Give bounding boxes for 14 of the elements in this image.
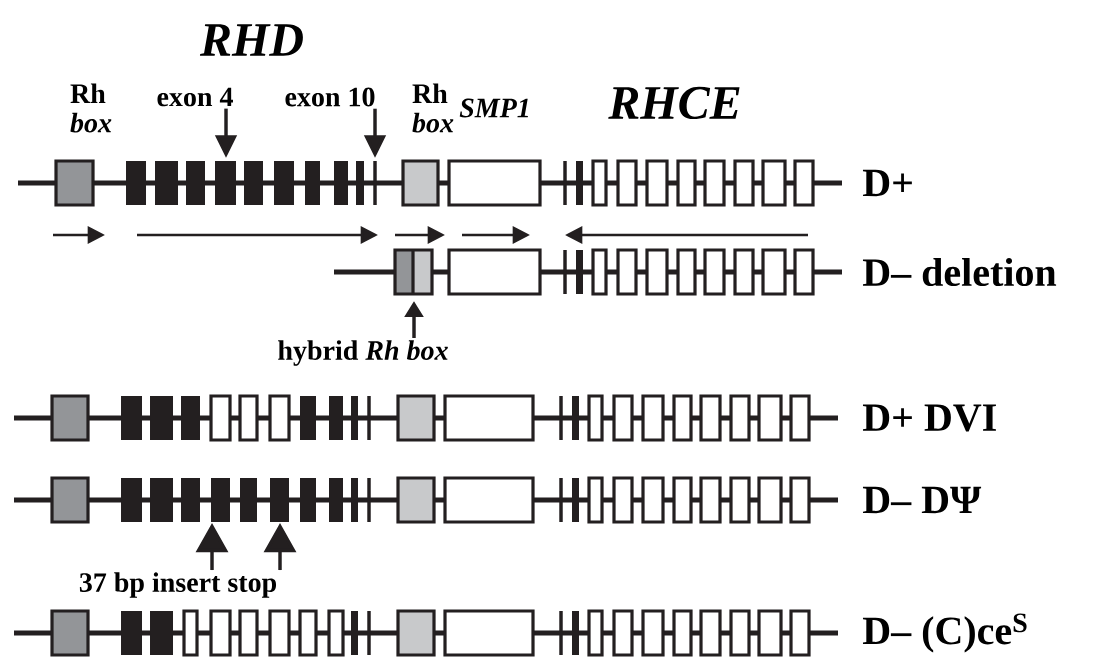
callout-text: hybrid Rh box bbox=[278, 340, 448, 366]
gene-name: RHD bbox=[199, 24, 303, 56]
allele-label: D– DΨ bbox=[863, 486, 982, 514]
gene-segment-label: Rh box bbox=[412, 83, 454, 133]
callout-text: 37 bp insert stop bbox=[79, 572, 277, 598]
allele-label: D+ bbox=[863, 169, 912, 197]
gene-name: RHCE bbox=[608, 86, 740, 120]
allele-label: D– deletion bbox=[863, 257, 1057, 287]
gene-name: SMP1 bbox=[459, 98, 528, 118]
gene-segment-label: Rh box bbox=[70, 83, 112, 133]
callout-text: exon 10 bbox=[285, 87, 375, 107]
callout-text: exon 4 bbox=[157, 87, 233, 107]
allele-label: D– (C)ce$^{S}$ bbox=[863, 613, 1027, 653]
allele-label: D+ DVI bbox=[863, 404, 996, 432]
